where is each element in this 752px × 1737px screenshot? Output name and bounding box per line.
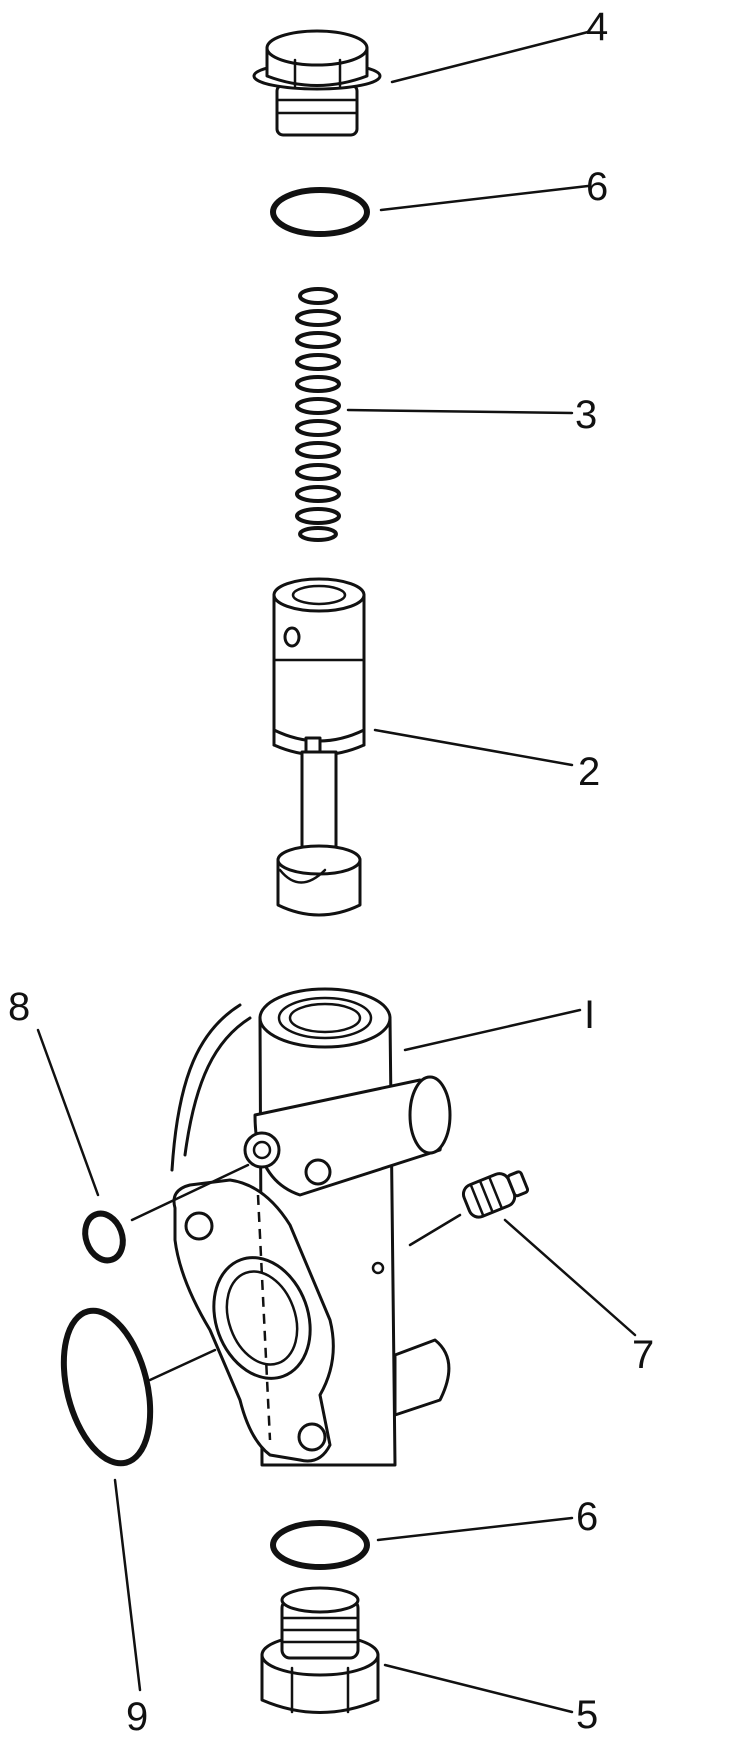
leader-line-8-body: [130, 1163, 250, 1222]
part-7-grease-fitting: [461, 1170, 530, 1219]
leader-line-9: [113, 1478, 142, 1692]
part-3-spring: [295, 287, 341, 542]
callout-5: 5: [576, 1693, 598, 1737]
part-2-spool: [272, 577, 366, 917]
leader-line-6-upper: [379, 184, 590, 212]
leader-line-7: [408, 1213, 462, 1247]
callout-4: 4: [586, 5, 608, 49]
part-8-small-o-ring: [82, 1210, 126, 1264]
part-4-plug: [252, 29, 382, 137]
leader-line-2: [373, 728, 574, 767]
callout-9: 9: [126, 1695, 148, 1737]
callout-1: I: [584, 993, 595, 1037]
callout-2: 2: [578, 750, 600, 794]
leader-line-1: [403, 1008, 582, 1052]
part-5-plug: [260, 1586, 380, 1714]
part-1-valve-body: [170, 987, 452, 1467]
leader-line-8: [36, 1028, 100, 1197]
part-6-lower-o-ring: [270, 1520, 370, 1570]
callout-3: 3: [575, 393, 597, 437]
leader-line-4: [390, 30, 590, 84]
leader-line-7-label: [503, 1218, 637, 1337]
leader-line-3: [346, 408, 574, 415]
callout-6-lower: 6: [576, 1495, 598, 1539]
callout-8: 8: [8, 985, 30, 1029]
leader-line-9-body: [148, 1348, 217, 1382]
part-6-upper-o-ring: [270, 187, 370, 237]
leader-line-5: [383, 1663, 574, 1714]
callout-7: 7: [632, 1333, 654, 1377]
part-9-large-o-ring: [60, 1307, 154, 1467]
callout-6-upper: 6: [586, 165, 608, 209]
leader-line-6-lower: [376, 1516, 574, 1542]
